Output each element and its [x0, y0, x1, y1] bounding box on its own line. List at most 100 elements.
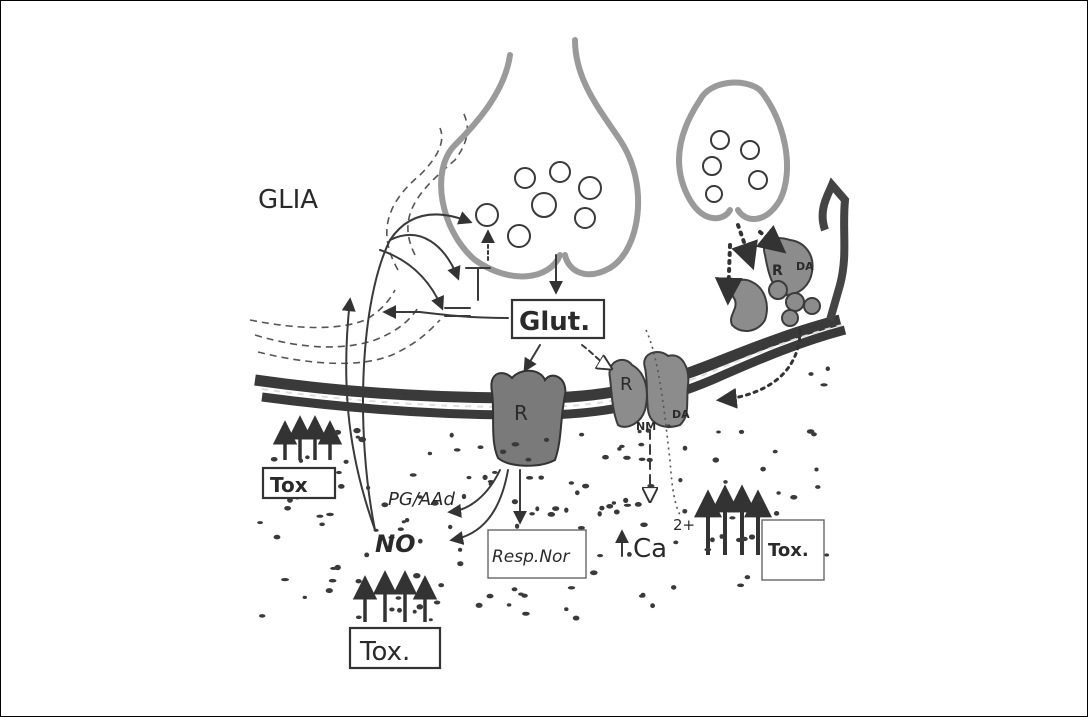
cytoplasm-dot	[429, 618, 433, 621]
cytoplasm-dot	[338, 484, 345, 489]
cytoplasm-dot	[575, 490, 580, 495]
presynaptic-terminal-right	[679, 83, 787, 219]
cytoplasm-dot	[413, 610, 417, 614]
cytoplasm-dot	[299, 459, 303, 463]
cytoplasm-dot	[564, 607, 568, 611]
cytoplasm-dot	[640, 523, 648, 528]
cytoplasm-dot	[364, 553, 369, 558]
cytoplasm-dot	[467, 476, 472, 479]
cytoplasm-dot	[329, 579, 337, 583]
cytoplasm-dot	[366, 486, 370, 490]
cytoplasm-dot	[450, 433, 454, 438]
cytoplasm-dot	[647, 484, 654, 488]
cytoplasm-dot	[281, 578, 289, 581]
cytoplasm-dot	[410, 473, 417, 476]
cytoplasm-dot	[544, 438, 549, 442]
label-glut: Glut.	[519, 307, 590, 337]
receptor-cluster-upper	[731, 238, 820, 331]
glia-outline	[250, 110, 467, 363]
cytoplasm-dot	[512, 587, 518, 591]
cytoplasm-dot	[335, 565, 341, 570]
cytoplasm-dot	[397, 608, 402, 613]
cytoplasm-dot	[487, 594, 494, 599]
cytoplasm-dot	[389, 608, 394, 612]
label-da: DA	[672, 408, 690, 421]
cytoplasm-dot	[749, 534, 755, 539]
cytoplasm-dot	[720, 534, 724, 539]
cytoplasm-dot	[271, 457, 278, 462]
label-glia: GLIA	[258, 185, 318, 215]
label-ca-charge: 2+	[673, 516, 695, 534]
cytoplasm-dot	[737, 584, 744, 588]
cytoplasm-dot	[807, 429, 815, 434]
cytoplasm-dot	[627, 552, 632, 557]
label-tox-left: Tox	[270, 473, 308, 497]
cytoplasm-dot	[336, 471, 342, 474]
cytoplasm-dot	[617, 447, 621, 451]
cytoplasm-dot	[526, 476, 533, 480]
cytoplasm-dot	[614, 510, 620, 515]
cytoplasm-dot	[673, 541, 678, 545]
cytoplasm-dot	[356, 616, 362, 620]
cytoplasm-dot	[579, 433, 584, 437]
cytoplasm-dot	[492, 471, 498, 474]
cytoplasm-dot	[678, 478, 682, 482]
cytoplasm-dot	[739, 430, 744, 434]
label-ca: Ca	[633, 534, 667, 564]
no-feedback-arrows	[346, 215, 470, 530]
label-receptor-da: R	[772, 263, 783, 279]
cytoplasm-dot	[623, 498, 628, 503]
cytoplasm-dot	[512, 499, 518, 504]
cytoplasm-dot	[257, 521, 263, 524]
cytoplasm-dot	[529, 512, 535, 515]
cytoplasm-dot	[650, 603, 655, 608]
cytoplasm-dot	[582, 484, 589, 489]
cytoplasm-dot	[723, 480, 727, 484]
cytoplasm-dot	[808, 372, 813, 376]
cytoplasm-dot	[334, 430, 341, 435]
cytoplasm-dot	[525, 458, 531, 462]
label-receptor-nm: R	[620, 374, 633, 395]
toxin-arrows-left	[285, 420, 330, 460]
cytoplasm-dot	[356, 436, 360, 439]
cytoplasm-dot	[815, 485, 820, 489]
cytoplasm-dot	[522, 612, 530, 616]
cytoplasm-dot	[824, 553, 829, 556]
cytoplasm-dot	[454, 448, 461, 451]
cytoplasm-dot	[568, 586, 575, 589]
cytoplasm-dot	[428, 452, 432, 455]
label-nm: NM	[636, 420, 656, 433]
cytoplasm-dot	[483, 475, 488, 480]
presynaptic-terminal-left	[441, 40, 638, 276]
cytoplasm-dot	[745, 575, 751, 579]
cytoplasm-dot	[638, 443, 644, 447]
cytoplasm-dot	[671, 585, 676, 590]
cytoplasm-dot	[462, 494, 466, 499]
cytoplasm-dot	[578, 526, 585, 530]
cytoplasm-dot	[598, 511, 602, 516]
cytoplasm-dot	[590, 570, 598, 575]
cytoplasm-dot	[624, 504, 631, 507]
cytoplasm-dot	[635, 502, 642, 507]
cytoplasm-dot	[814, 468, 818, 472]
cytoplasm-dot	[623, 456, 631, 460]
cytoplasm-dot	[434, 601, 440, 605]
cytoplasm-dot	[303, 596, 307, 599]
cytoplasm-dot	[344, 460, 349, 464]
cytoplasm-dot	[564, 508, 568, 513]
cytoplasm-dot	[535, 506, 539, 511]
cytoplasm-dot	[602, 455, 609, 460]
label-resp-nor: Resp.Nor	[492, 547, 570, 567]
cytoplasm-dot	[476, 603, 483, 608]
cytoplasm-dot	[507, 603, 512, 606]
cytoplasm-dot	[512, 442, 520, 446]
cytoplasm-dot	[418, 539, 423, 544]
cytoplasm-dot	[478, 445, 484, 449]
cytoplasm-dot	[457, 561, 463, 566]
cytoplasm-dot	[458, 548, 462, 552]
cytoplasm-dot	[402, 520, 406, 523]
toxin-arrows-bottom	[365, 575, 425, 622]
cytoplasm-dot	[682, 509, 687, 514]
cytoplasm-dot	[356, 579, 362, 583]
